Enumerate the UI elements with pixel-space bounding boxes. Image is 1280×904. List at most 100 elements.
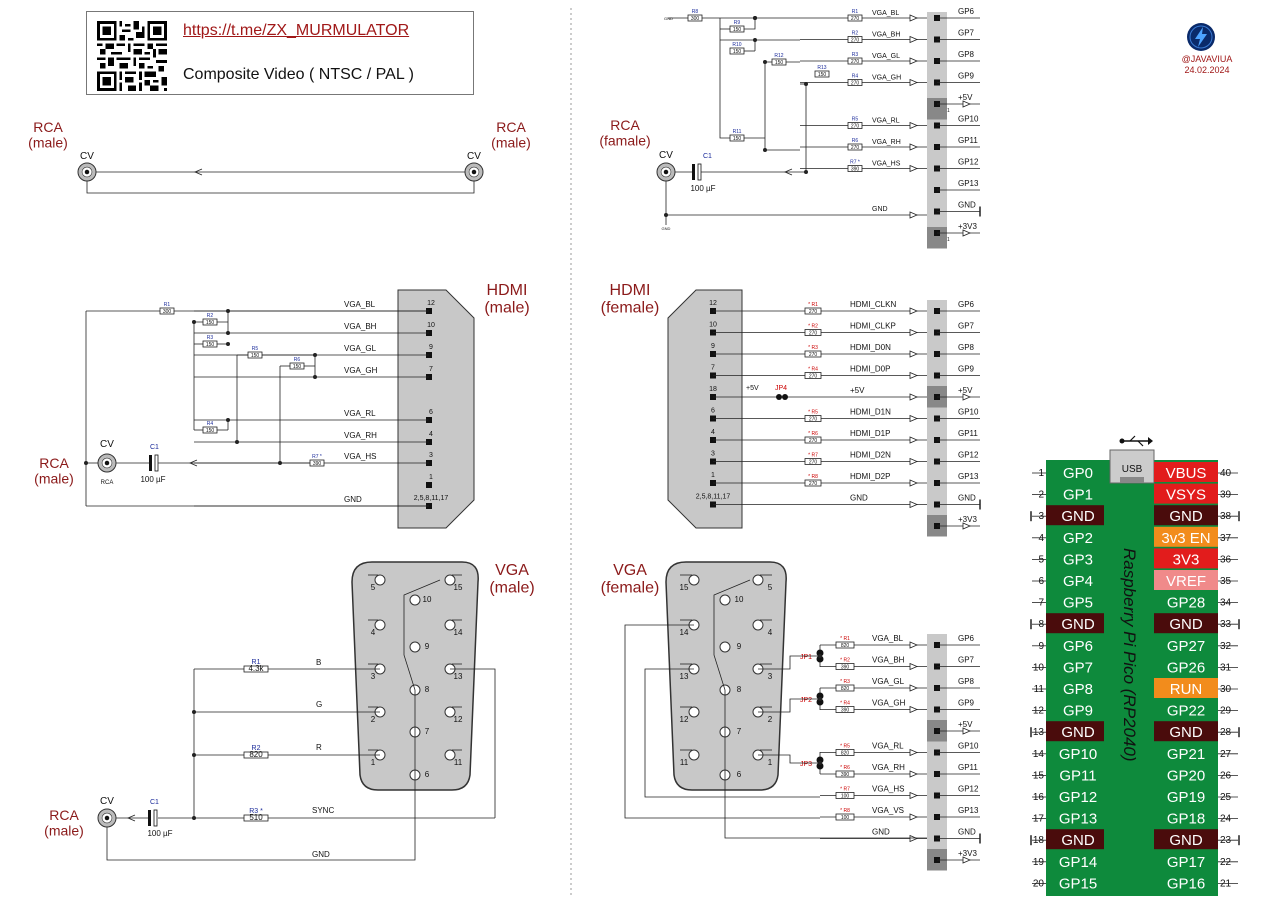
vga-male-connector — [351, 561, 479, 791]
pico-pin-right: GP17 — [1167, 854, 1205, 871]
pico-pin-bg — [1154, 829, 1218, 850]
resistor-3 — [847, 79, 863, 86]
hdmi-resistor — [804, 415, 822, 422]
power-arrow-icon — [962, 522, 972, 530]
pico-board-name: Raspberry Pi Pico (RP2040) — [1120, 548, 1139, 762]
arrow-right-icon — [909, 705, 919, 714]
arrow-right-icon — [909, 371, 919, 380]
hr2-value: 150 — [206, 320, 215, 326]
cv-label: CV — [100, 439, 114, 450]
shield-wire — [86, 181, 475, 194]
vga-pin-number: 10 — [735, 595, 744, 604]
pico-pin-num: 8 — [1038, 619, 1044, 630]
rca-jack-right-pin — [471, 169, 477, 175]
pico-pin-num: 20 — [1033, 878, 1045, 889]
pico-pin-right: 3v3 EN — [1161, 530, 1210, 547]
gp-label: GP7 — [958, 656, 975, 665]
usb-label: USB — [1122, 464, 1143, 475]
power-arrow-icon — [962, 727, 972, 735]
vga-pin-number: 12 — [680, 715, 689, 724]
junction-dot — [226, 418, 230, 422]
sync-wire — [450, 668, 496, 818]
pico-pin-num: 35 — [1220, 576, 1232, 587]
signal-arrow-icon — [909, 14, 919, 22]
hs-wire — [644, 668, 820, 798]
vga-pin-number: 11 — [680, 758, 689, 767]
vga-signal: VGA_HS — [872, 785, 904, 794]
junction-dot — [226, 342, 230, 346]
pico-pin-num: 1 — [1038, 468, 1044, 479]
resistor-3-name: R4 — [852, 74, 859, 80]
vga-pin-number: 4 — [371, 628, 376, 637]
hdmi-pin-number: 12 — [709, 300, 717, 307]
resistor-6-name: R7 * — [850, 160, 860, 166]
pico-pin-bg — [1154, 505, 1218, 526]
hr7 — [309, 459, 325, 467]
rca-jack-hdmi-pin — [104, 460, 110, 466]
cv-label-left: CV — [80, 151, 94, 162]
vga-pin-hole — [688, 574, 700, 586]
gp-label: GP8 — [958, 343, 975, 352]
gp-label: GND — [958, 201, 976, 210]
pico-pin-right: RUN — [1170, 681, 1203, 698]
pico-pin-left: GP9 — [1063, 703, 1093, 720]
hdmi-resistor-value: 270 — [809, 331, 818, 337]
pico-pin-left: GND — [1061, 724, 1095, 741]
cap-name: C1 — [150, 444, 159, 451]
pico-pin-bg — [1046, 505, 1104, 526]
hdmi-signal: +5V — [850, 386, 865, 395]
vga-f-resistor-value: 820 — [841, 751, 850, 757]
arrow-right-icon — [909, 479, 919, 487]
pico-pin-right: 3V3 — [1173, 551, 1200, 568]
vga-pin-number: 1 — [768, 758, 773, 767]
pico-pin-right: VBUS — [1166, 465, 1207, 482]
gp-label: GP9 — [958, 699, 975, 708]
rca-label: RCA(male) — [34, 455, 74, 486]
gp-label: GP10 — [958, 115, 979, 124]
pico-pin-num: 10 — [1033, 662, 1045, 673]
author-block: @JAVAVIUA 24.02.2024 — [1172, 54, 1242, 76]
pico-pin-left: GP0 — [1063, 465, 1093, 482]
hr4-name: R4 — [207, 421, 214, 427]
r9-name: R9 — [734, 20, 741, 26]
gp-label: GP6 — [958, 7, 975, 16]
vga-f-resistor-value: 100 — [841, 815, 850, 821]
vga-f-resistor-name: * R1 — [840, 636, 850, 642]
pico-pin-bg — [1154, 526, 1218, 547]
hdmi-signal: VGA_RL — [344, 409, 376, 418]
r12-name: R12 — [774, 53, 783, 59]
pico-pin-right: VSYS — [1166, 487, 1206, 504]
gp-label: GP8 — [958, 50, 975, 59]
jumper-label: JP3 — [800, 761, 812, 768]
cap-name: C1 — [703, 153, 712, 160]
rca-female-label: RCA(famale) — [599, 117, 650, 148]
pico-pin-num: 29 — [1220, 706, 1232, 717]
pico-pin-num: 38 — [1220, 511, 1232, 522]
vga-f-resistor-value: 820 — [841, 643, 850, 649]
signal-name: VGA_BH — [872, 32, 900, 39]
vga-pin-number: 3 — [768, 672, 773, 681]
pico-pin-num: 7 — [1038, 598, 1044, 609]
jumper-pad — [816, 698, 824, 706]
vga-pin-number: 6 — [737, 770, 742, 779]
pico-pin-right: GP27 — [1167, 638, 1205, 655]
jumper-pad — [816, 756, 824, 764]
vga-pin-number: 15 — [454, 583, 463, 592]
rca-jack-left-pin — [84, 169, 90, 175]
gp-label: GP12 — [958, 451, 979, 460]
qr-code-icon[interactable] — [97, 21, 167, 91]
pico-pin-right: VREF — [1166, 573, 1206, 590]
hr3-value: 150 — [206, 342, 215, 348]
vga-r1-value: 4.3k — [248, 664, 264, 673]
telegram-link[interactable]: https://t.me/ZX_MURMULATOR — [183, 22, 410, 39]
resistor-6-value: 390 — [851, 167, 860, 173]
cap-name: C1 — [150, 799, 159, 806]
gp-label: +5V — [958, 720, 973, 729]
junction-dot — [313, 375, 317, 379]
wire — [800, 84, 807, 173]
pico-pin-num: 31 — [1220, 662, 1232, 673]
arrow-left-icon — [126, 814, 136, 822]
hdmi-pin-number: 3 — [711, 451, 715, 458]
hdmi-resistor-name: * R8 — [808, 474, 818, 480]
vga-f-resistor-value: 390 — [841, 665, 850, 671]
